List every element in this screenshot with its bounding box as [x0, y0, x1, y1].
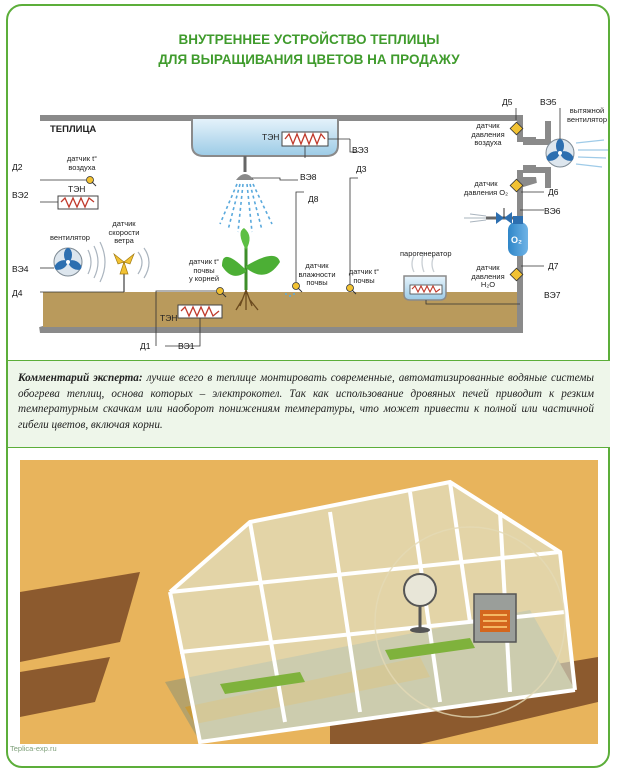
page-title-line-1: ВНУТРЕННЕЕ УСТРОЙСТВО ТЕПЛИЦЫ: [178, 32, 440, 47]
wind-speed-sensor-icon: [113, 247, 150, 292]
code-d3: Д3: [356, 164, 367, 174]
soil-temp-sensor-icon: [346, 284, 354, 292]
o2-tank-label: O₂: [511, 235, 522, 245]
expert-comment-lead: Комментарий эксперта:: [18, 372, 143, 384]
code-d7: Д7: [548, 261, 559, 271]
fan-label: вентилятор: [50, 233, 90, 242]
expert-comment-text: Комментарий эксперта: лучше всего в тепл…: [18, 372, 594, 431]
code-v1: ВЭ1: [178, 341, 195, 351]
soil-moisture-sensor-icon: [292, 282, 300, 290]
code-d6: Д6: [548, 187, 559, 197]
heater-left: [57, 195, 99, 210]
code-v7: ВЭ7: [544, 290, 561, 300]
heater-left-label: ТЭН: [68, 184, 86, 194]
steam-generator-label: парогенератор: [400, 249, 452, 258]
code-d2: Д2: [12, 162, 23, 172]
code-v8: ВЭ8: [300, 172, 317, 182]
illustration-fan-icon: [403, 573, 437, 607]
o2-valve-icon: [464, 208, 516, 224]
code-d8: Д8: [308, 194, 319, 204]
heater-top-label: ТЭН: [262, 132, 280, 142]
soil-temp-sensor-label: датчик t°почвы: [348, 267, 380, 285]
sprinkler-icon: [236, 174, 254, 180]
code-v6: ВЭ6: [544, 206, 561, 216]
h2o-pressure-sensor-icon: [509, 267, 524, 282]
code-v5: ВЭ5: [540, 97, 557, 107]
air-pressure-sensor-icon: [509, 121, 524, 136]
code-d5: Д5: [502, 97, 513, 107]
code-v3: ВЭ3: [352, 145, 369, 155]
heater-bottom-label: ТЭН: [160, 313, 178, 323]
steam-generator-icon: [403, 251, 447, 301]
page-title-line-2: ДЛЯ ВЫРАЩИВАНИЯ ЦВЕТОВ НА ПРОДАЖУ: [158, 52, 460, 67]
air-temp-sensor-label: датчик t°воздуха: [66, 154, 98, 172]
plant-icon: [222, 228, 280, 311]
expert-comment: Комментарий эксперта: лучше всего в тепл…: [8, 360, 610, 448]
o2-pressure-sensor-icon: [509, 178, 524, 193]
o2-tank-icon: [508, 222, 528, 256]
greenhouse-scheme: [39, 108, 608, 347]
code-v4: ВЭ4: [12, 264, 29, 274]
code-d4: Д4: [12, 288, 23, 298]
code-d1: Д1: [140, 341, 151, 351]
greenhouse-label: ТЕПЛИЦА: [50, 124, 97, 135]
watermark: Teplica-exp.ru: [10, 744, 57, 753]
air-temp-sensor-icon: [86, 176, 94, 184]
greenhouse-illustration: [20, 460, 598, 745]
code-v2: ВЭ2: [12, 190, 29, 200]
root-temp-sensor-icon: [216, 287, 224, 295]
